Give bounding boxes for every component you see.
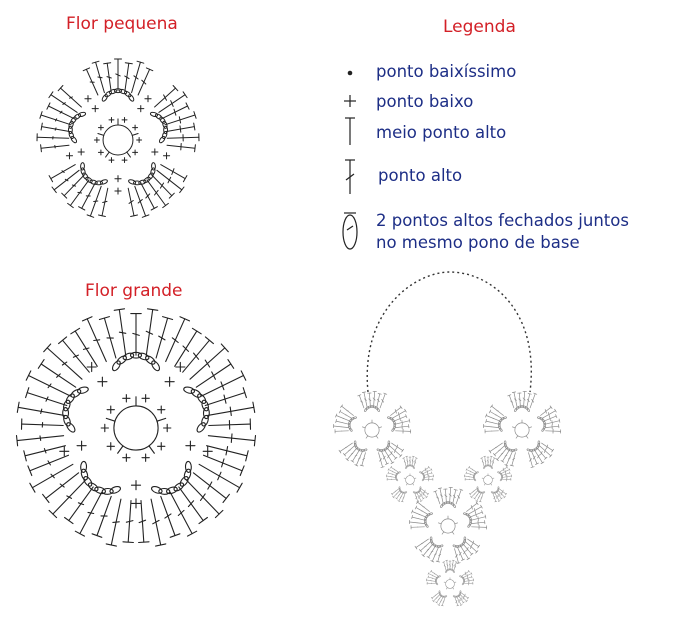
- dot-symbol: [347, 70, 353, 76]
- plus-symbol: [344, 95, 356, 107]
- legend-symbols: [342, 70, 358, 250]
- legend-label-pontos-fechados-line2: no mesmo pono de base: [376, 233, 580, 252]
- legend-label-ponto-baixissimo: ponto baixíssimo: [376, 62, 517, 81]
- legend-label-ponto-baixo: ponto baixo: [376, 92, 474, 111]
- legend-title: Legenda: [443, 17, 516, 37]
- small-flower-title: Flor pequena: [66, 14, 178, 34]
- large-flower-title: Flor grande: [85, 281, 183, 301]
- t-slash-symbol: [345, 159, 355, 194]
- necklace-illustration: [333, 271, 562, 607]
- oval-symbol: [342, 212, 358, 250]
- legend-label-ponto-alto: ponto alto: [378, 166, 463, 185]
- legend-label-pontos-fechados: 2 pontos altos fechados juntos: [376, 211, 629, 230]
- large-flower-diagram: [15, 308, 257, 547]
- legend-label-meio-ponto-alto: meio ponto alto: [376, 123, 507, 142]
- small-flower-diagram: [36, 58, 200, 218]
- t-symbol: [345, 117, 355, 145]
